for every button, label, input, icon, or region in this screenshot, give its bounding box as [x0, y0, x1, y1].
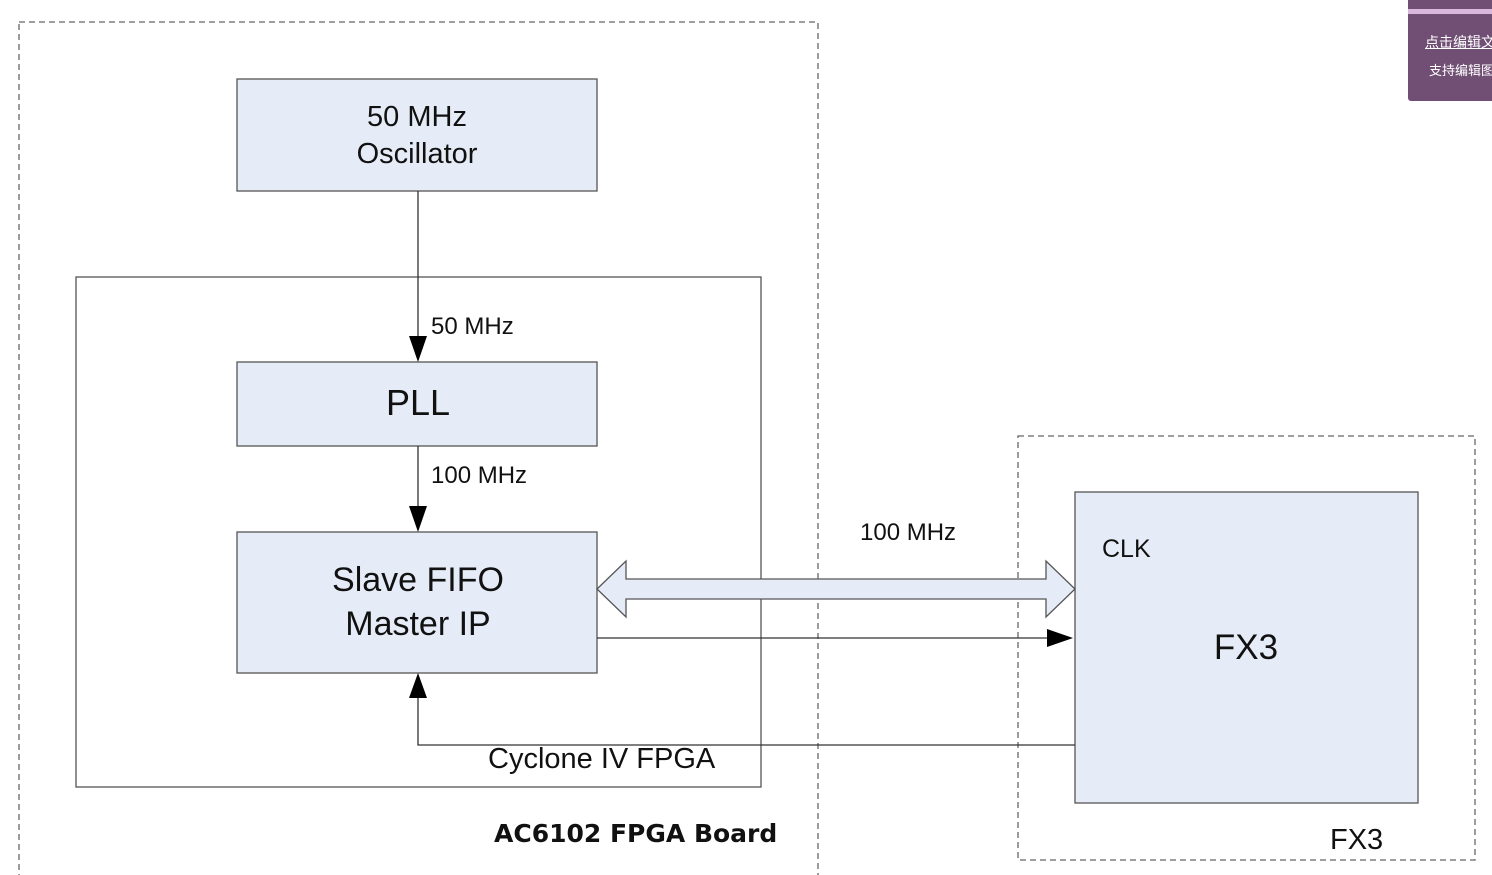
fx3-group-boundary: [1017, 435, 1476, 861]
fx3-to-fifo-feedback-arrow: [409, 673, 1075, 746]
oscillator-label-line2: Oscillator: [357, 138, 478, 170]
edit-side-panel: 点击编辑文 支持编辑图: [1408, 0, 1492, 101]
osc-to-pll-arrow: [409, 191, 427, 362]
board-boundary: [18, 21, 819, 875]
slave-fifo-block[interactable]: Slave FIFO Master IP: [236, 531, 598, 674]
data-bus-double-arrow: [596, 559, 1076, 619]
fifo-to-fx3-control-arrow: [597, 629, 1073, 647]
pll-to-fifo-label: 100 MHz: [431, 462, 527, 489]
oscillator-block[interactable]: 50 MHz Oscillator: [236, 78, 598, 192]
pll-to-fifo-arrow: [409, 446, 427, 532]
fx3-clk-port-label: CLK: [1102, 535, 1151, 563]
slave-fifo-label-line1: Slave FIFO: [332, 561, 504, 599]
fx3-group-label: FX3: [1330, 824, 1383, 856]
osc-to-pll-label: 50 MHz: [431, 313, 514, 340]
fx3-block[interactable]: CLK FX3: [1074, 491, 1419, 804]
panel-stripe: [1408, 9, 1492, 14]
edit-support-note: 支持编辑图: [1429, 64, 1492, 79]
board-label: AC6102 FPGA Board: [494, 819, 777, 848]
pll-label: PLL: [386, 382, 450, 423]
fx3-block-label: FX3: [1214, 628, 1278, 667]
data-bus-clock-label: 100 MHz: [860, 519, 956, 546]
oscillator-label-line1: 50 MHz: [367, 101, 467, 133]
fpga-label: Cyclone IV FPGA: [488, 743, 716, 775]
click-to-edit-link[interactable]: 点击编辑文: [1425, 35, 1492, 51]
slave-fifo-label-line2: Master IP: [345, 605, 490, 643]
pll-block[interactable]: PLL: [236, 361, 598, 447]
